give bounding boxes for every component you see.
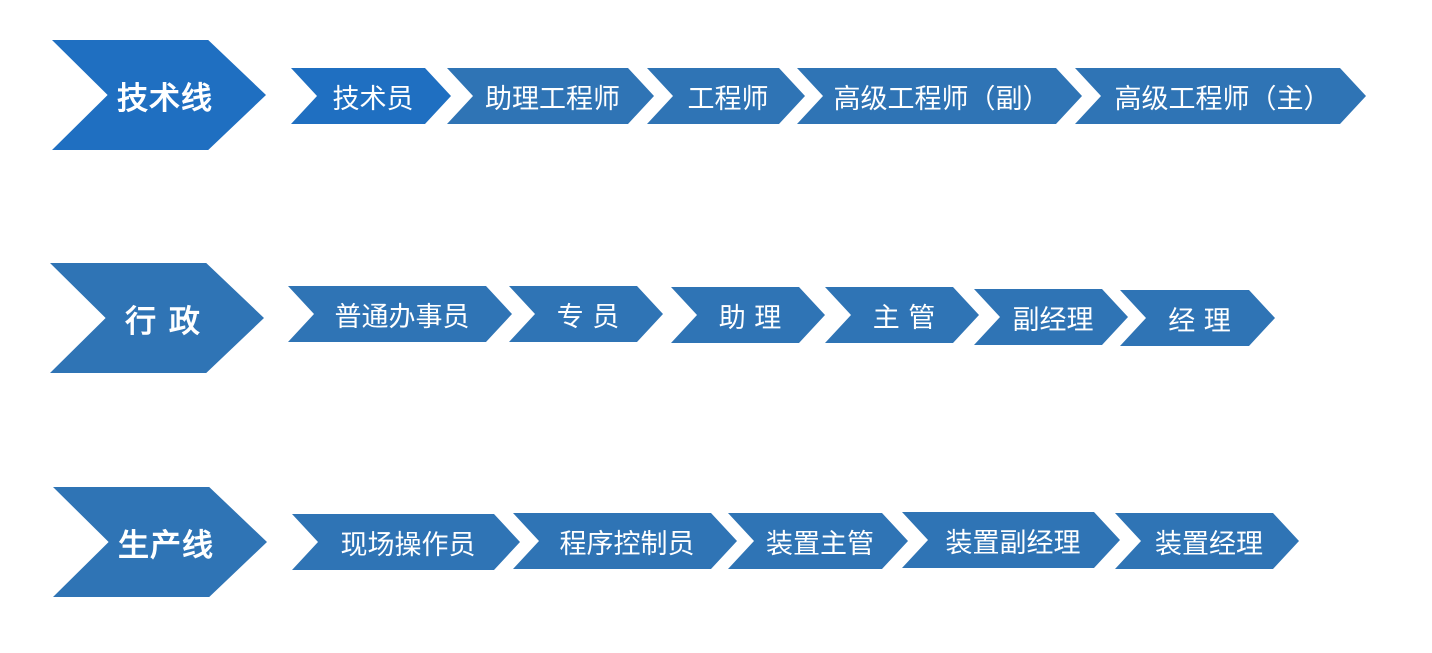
- step-label: 装置经理: [1155, 528, 1263, 560]
- step-production-5: 装置经理: [1115, 513, 1299, 569]
- step-label: 工程师: [687, 83, 769, 115]
- row-header-technical: 技术线: [52, 40, 266, 150]
- step-label: 助理工程师: [485, 83, 620, 115]
- step-technical-2: 助理工程师: [447, 68, 654, 124]
- step-label: 经 理: [1168, 305, 1231, 337]
- row-header-production: 生产线: [53, 487, 267, 597]
- step-label: 普通办事员: [334, 301, 470, 333]
- step-label: 技术员: [332, 83, 414, 115]
- step-technical-1: 技术员: [291, 68, 451, 124]
- row-header-label: 技术线: [117, 80, 213, 117]
- row-header-label: 生产线: [118, 527, 214, 564]
- step-production-3: 装置主管: [728, 513, 908, 569]
- row-header-administration: 行 政: [50, 263, 264, 373]
- step-production-4: 装置副经理: [902, 512, 1120, 568]
- step-label: 专 员: [556, 301, 620, 333]
- step-label: 装置副经理: [945, 527, 1081, 559]
- step-admin-4: 主 管: [825, 287, 979, 343]
- step-label: 主 管: [872, 302, 936, 334]
- step-production-2: 程序控制员: [513, 513, 737, 569]
- step-admin-6: 经 理: [1120, 290, 1275, 346]
- step-label: 副经理: [1012, 304, 1094, 336]
- step-technical-3: 工程师: [647, 68, 805, 124]
- step-production-1: 现场操作员: [292, 514, 520, 570]
- step-admin-2: 专 员: [509, 286, 663, 342]
- step-label: 装置主管: [766, 528, 874, 560]
- step-admin-3: 助 理: [671, 287, 825, 343]
- step-admin-5: 副经理: [974, 289, 1128, 345]
- step-label: 现场操作员: [340, 529, 476, 561]
- step-label: 助 理: [718, 302, 782, 334]
- step-technical-5: 高级工程师（主）: [1075, 68, 1366, 124]
- row-header-label: 行 政: [125, 303, 201, 340]
- step-label: 高级工程师（副）: [833, 83, 1050, 115]
- step-admin-1: 普通办事员: [288, 286, 512, 342]
- step-label: 高级工程师（主）: [1114, 83, 1331, 115]
- step-label: 程序控制员: [559, 528, 695, 560]
- step-technical-4: 高级工程师（副）: [797, 68, 1082, 124]
